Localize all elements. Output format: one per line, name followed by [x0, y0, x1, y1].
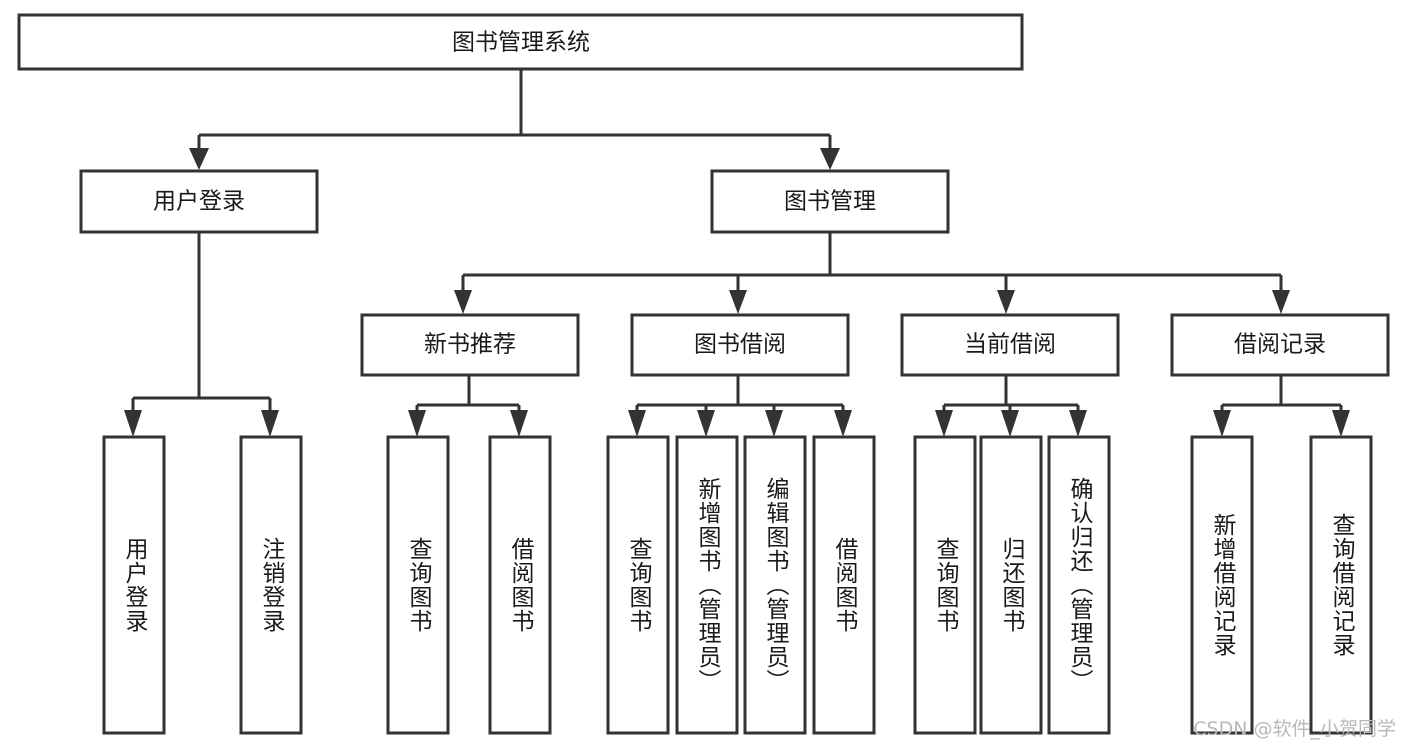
node-current-borrow[interactable]: 当前借阅: [900, 313, 1120, 377]
node-leaf-confirm-return-label: 确认归还（管理员）: [1066, 477, 1094, 693]
connectors-currentborrow-to-leaves: [935, 375, 1087, 437]
csdn-watermark: CSDN @软件_小贺同学: [1193, 718, 1396, 740]
arrowhead-leaf-edit-book: [765, 410, 783, 437]
node-leaf-add-record[interactable]: 新增借阅记录: [1190, 435, 1254, 735]
node-book-borrow-box[interactable]: [630, 313, 850, 377]
arrowhead-book-borrow: [729, 290, 747, 314]
arrowhead-leaf-logout: [261, 410, 279, 437]
node-leaf-borrow-books-2[interactable]: 借阅图书: [812, 435, 876, 735]
node-leaf-query-books-1-label: 查询图书: [405, 537, 433, 633]
node-book-borrow-label: 图书借阅: [694, 332, 786, 358]
node-book-management-label: 图书管理: [784, 189, 876, 215]
node-leaf-query-books-3-label: 查询图书: [932, 537, 960, 633]
node-leaf-add-book-label: 新增图书（管理员）: [694, 477, 722, 693]
node-leaf-query-books-2-box[interactable]: [606, 435, 670, 735]
node-user-login-label: 用户登录: [153, 189, 245, 215]
node-leaf-query-books-1-box[interactable]: [386, 435, 450, 735]
node-leaf-return-book-box[interactable]: [979, 435, 1043, 735]
arrowhead-leaf-return-book: [1001, 410, 1019, 437]
node-leaf-query-books-3-box[interactable]: [913, 435, 977, 735]
node-leaf-add-book[interactable]: 新增图书（管理员）: [675, 435, 739, 735]
node-leaf-borrow-books-2-label: 借阅图书: [831, 537, 859, 633]
node-leaf-logout-label: 注销登录: [258, 537, 286, 633]
node-leaf-query-books-2[interactable]: 查询图书: [606, 435, 670, 735]
arrowhead-current-borrow: [997, 290, 1015, 314]
node-leaf-confirm-return-box[interactable]: [1047, 435, 1111, 735]
connectors-userlogin-to-leaves: [124, 232, 279, 437]
arrowhead-borrow-record: [1272, 290, 1290, 314]
arrowhead-book-management: [820, 148, 840, 170]
node-book-management-box[interactable]: [710, 169, 950, 234]
node-leaf-query-books-3[interactable]: 查询图书: [913, 435, 977, 735]
node-leaf-edit-book-box[interactable]: [743, 435, 807, 735]
node-leaf-edit-book-label: 编辑图书（管理员）: [762, 477, 790, 693]
node-root-system-box[interactable]: [17, 13, 1024, 71]
node-new-book-recommend-label: 新书推荐: [424, 332, 516, 358]
node-borrow-record-box[interactable]: [1170, 313, 1390, 377]
node-leaf-borrow-books-1-label: 借阅图书: [507, 537, 535, 633]
node-leaf-add-record-box[interactable]: [1190, 435, 1254, 735]
arrowhead-leaf-query-1: [408, 410, 426, 437]
node-leaf-query-record-box[interactable]: [1309, 435, 1373, 735]
arrowhead-leaf-query-3: [935, 410, 953, 437]
node-leaf-borrow-books-1[interactable]: 借阅图书: [488, 435, 552, 735]
node-leaf-add-book-box[interactable]: [675, 435, 739, 735]
node-leaf-add-record-label: 新增借阅记录: [1209, 513, 1237, 657]
connectors-root-to-level2: [189, 69, 840, 170]
node-leaf-return-book[interactable]: 归还图书: [979, 435, 1043, 735]
node-borrow-record-label: 借阅记录: [1234, 332, 1326, 358]
node-leaf-confirm-return[interactable]: 确认归还（管理员）: [1047, 435, 1111, 735]
arrowhead-leaf-query-2: [628, 410, 646, 437]
arrowhead-leaf-add-book: [697, 410, 715, 437]
arrowhead-leaf-query-record: [1332, 410, 1350, 437]
connectors-borrowrecord-to-leaves: [1213, 375, 1350, 437]
node-leaf-query-books-2-label: 查询图书: [625, 537, 653, 633]
arrowhead-leaf-borrow-2: [834, 410, 852, 437]
node-book-borrow[interactable]: 图书借阅: [630, 313, 850, 377]
node-leaf-edit-book[interactable]: 编辑图书（管理员）: [743, 435, 807, 735]
node-root-system[interactable]: 图书管理系统: [17, 13, 1024, 71]
node-current-borrow-box[interactable]: [900, 313, 1120, 377]
arrowhead-new-book: [454, 290, 472, 314]
node-leaf-query-record-label: 查询借阅记录: [1328, 513, 1356, 657]
node-leaf-query-record[interactable]: 查询借阅记录: [1309, 435, 1373, 735]
connectors-bookmgmt-to-level3: [454, 232, 1290, 314]
node-user-login[interactable]: 用户登录: [79, 169, 319, 234]
arrowhead-leaf-confirm-return: [1069, 410, 1087, 437]
node-new-book-recommend-box[interactable]: [360, 313, 580, 377]
node-book-management[interactable]: 图书管理: [710, 169, 950, 234]
node-new-book-recommend[interactable]: 新书推荐: [360, 313, 580, 377]
node-leaf-logout-box[interactable]: [239, 435, 303, 735]
arrowhead-user-login: [189, 148, 209, 170]
arrowhead-leaf-add-record: [1213, 410, 1231, 437]
node-leaf-user-login-label: 用户登录: [121, 537, 149, 633]
arrowhead-leaf-user-login: [124, 410, 142, 437]
node-user-login-box[interactable]: [79, 169, 319, 234]
node-borrow-record[interactable]: 借阅记录: [1170, 313, 1390, 377]
node-leaf-query-books-1[interactable]: 查询图书: [386, 435, 450, 735]
node-current-borrow-label: 当前借阅: [964, 332, 1056, 358]
connectors-newbook-to-leaves: [408, 375, 528, 437]
node-leaf-borrow-books-1-box[interactable]: [488, 435, 552, 735]
node-leaf-user-login[interactable]: 用户登录: [102, 435, 166, 735]
node-leaf-user-login-box[interactable]: [102, 435, 166, 735]
node-leaf-return-book-label: 归还图书: [998, 537, 1026, 633]
arrowhead-leaf-borrow-1: [510, 410, 528, 437]
node-leaf-borrow-books-2-box[interactable]: [812, 435, 876, 735]
node-root-system-label: 图书管理系统: [452, 30, 590, 56]
connectors-bookborrow-to-leaves: [628, 375, 852, 437]
node-leaf-logout[interactable]: 注销登录: [239, 435, 303, 735]
